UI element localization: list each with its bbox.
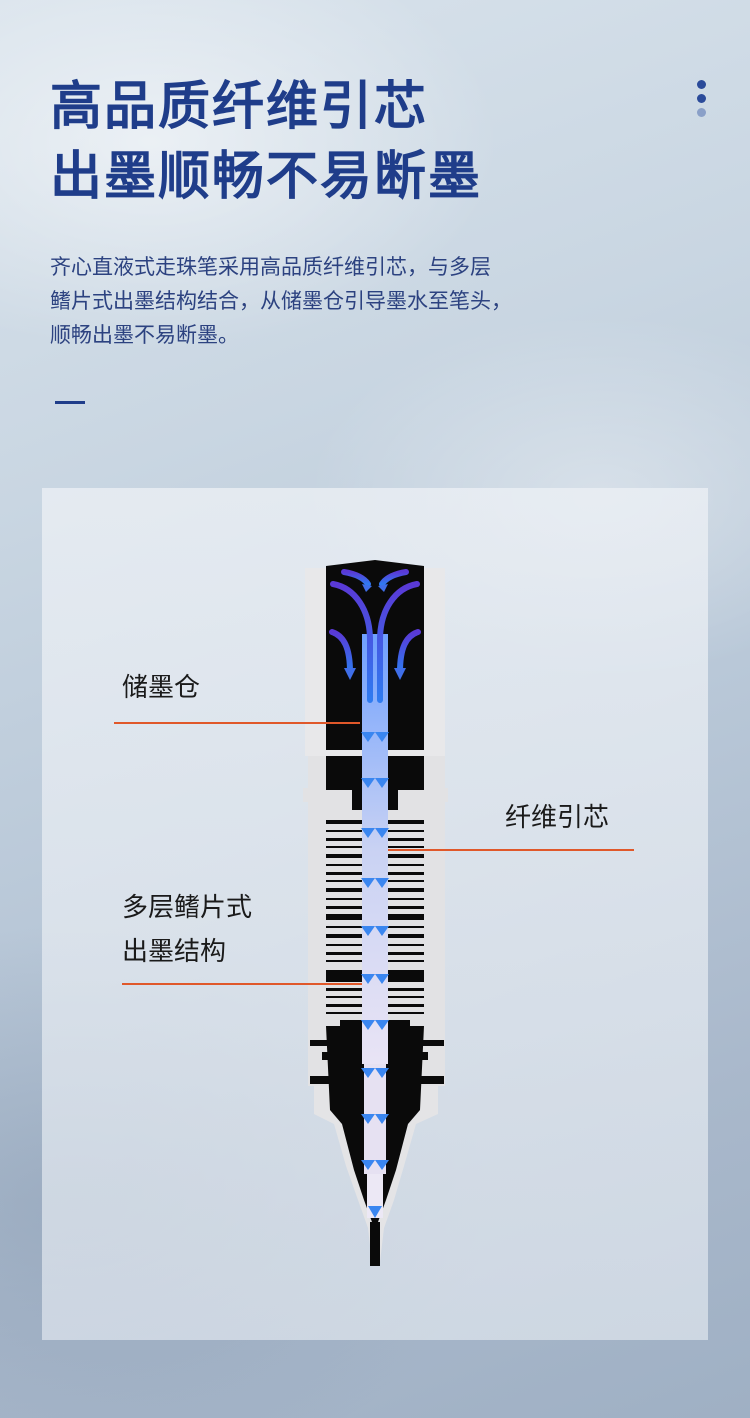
headline-line-1: 高品质纤维引芯 [50, 77, 429, 137]
label-fin-structure-line-1: 多层鳍片式 [122, 893, 253, 923]
description-line-1: 齐心直液式走珠笔采用高品质纤维引芯，与多层 [50, 255, 491, 279]
headline-line-2: 出墨顺畅不易断墨 [50, 147, 483, 207]
dot [697, 94, 706, 103]
flow-arrowheads-top [344, 584, 406, 680]
divider-dash [55, 401, 85, 404]
ink-flow-curves [329, 569, 421, 703]
description: 齐心直液式走珠笔采用高品质纤维引芯，与多层 鳍片式出墨结构结合，从储墨仓引导墨水… [50, 250, 630, 352]
description-line-2: 鳍片式出墨结构结合，从储墨仓引导墨水至笔头， [50, 289, 512, 313]
fiber-core [362, 634, 388, 1218]
headline: 高品质纤维引芯 出墨顺畅不易断墨 [50, 72, 482, 212]
description-line-3: 顺畅出墨不易断墨。 [50, 323, 239, 347]
label-ink-reservoir: 储墨仓 [122, 673, 201, 703]
leader-line-fin [122, 983, 362, 985]
leader-line-reservoir [114, 722, 360, 724]
leader-line-fiber [388, 849, 634, 851]
label-fin-structure-line-2: 出墨结构 [122, 937, 227, 967]
dot [697, 108, 706, 117]
more-dots-icon[interactable] [697, 80, 709, 122]
down-arrow-icons [361, 732, 389, 1218]
dot [697, 80, 706, 89]
label-fiber-core: 纤维引芯 [505, 803, 610, 833]
